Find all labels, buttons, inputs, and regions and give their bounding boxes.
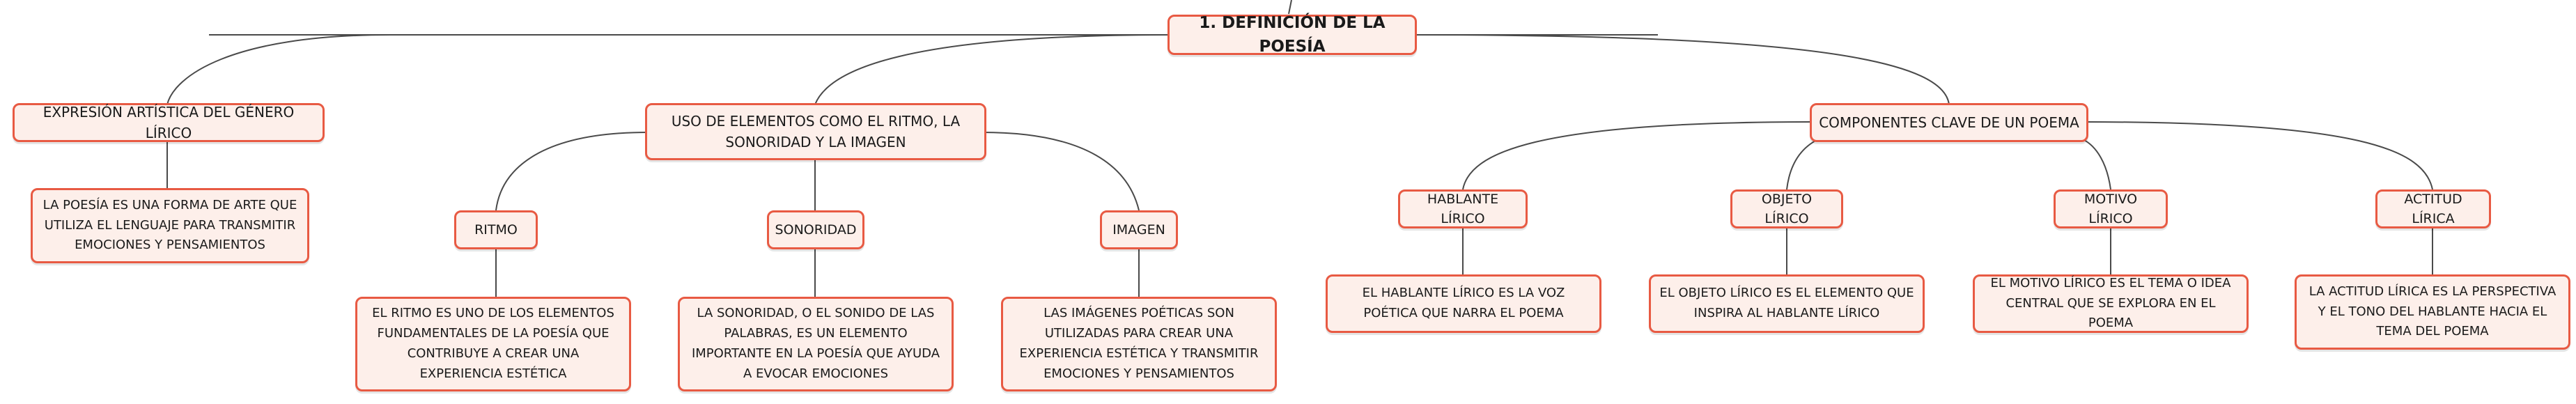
node-objeto-lirico[interactable]: OBJETO LÍRICO	[1730, 189, 1843, 228]
description-objeto-lirico[interactable]: EL OBJETO LÍRICO ES EL ELEMENTO QUE INSP…	[1649, 274, 1925, 333]
description-hablante-lirico[interactable]: EL HABLANTE LÍRICO ES LA VOZ POÉTICA QUE…	[1326, 274, 1601, 333]
node-ritmo[interactable]: RITMO	[454, 210, 538, 249]
connector-uso-ritmo	[495, 132, 649, 211]
connector-root-uso	[814, 34, 1171, 105]
description-actitud-lirica[interactable]: LA ACTITUD LÍRICA ES LA PERSPECTIVA Y EL…	[2295, 274, 2570, 350]
description-imagen[interactable]: LAS IMÁGENES POÉTICAS SON UTILIZADAS PAR…	[1001, 297, 1277, 391]
root-node[interactable]: 1. DEFINICIÓN DE LA POESÍA	[1167, 14, 1417, 56]
branch-uso-elementos[interactable]: USO DE ELEMENTOS COMO EL RITMO, LA SONOR…	[645, 103, 986, 160]
connector-componentes-hablante	[1462, 121, 1812, 190]
description-motivo-lirico[interactable]: EL MOTIVO LÍRICO ES EL TEMA O IDEA CENTR…	[1973, 274, 2249, 333]
node-imagen[interactable]: IMAGEN	[1100, 210, 1178, 249]
node-actitud-lirica[interactable]: ACTITUD LÍRICA	[2375, 189, 2491, 228]
connector-componentes-objeto	[1786, 139, 1819, 190]
node-sonoridad[interactable]: SONORIDAD	[767, 210, 864, 249]
connector-componentes-motivo	[2082, 139, 2111, 190]
branch-expresion-artistica[interactable]: EXPRESIÓN ARTÍSTICA DEL GÉNERO LÍRICO	[13, 103, 325, 142]
node-hablante-lirico[interactable]: HABLANTE LÍRICO	[1398, 189, 1528, 228]
connector-root-componentes	[1413, 34, 1950, 105]
description-expresion-artistica[interactable]: LA POESÍA ES UNA FORMA DE ARTE QUE UTILI…	[31, 188, 309, 263]
description-ritmo[interactable]: EL RITMO ES UNO DE LOS ELEMENTOS FUNDAME…	[355, 297, 631, 391]
connector-root-expresion	[166, 34, 391, 105]
description-sonoridad[interactable]: LA SONORIDAD, O EL SONIDO DE LAS PALABRA…	[678, 297, 954, 391]
branch-componentes-clave[interactable]: COMPONENTES CLAVE DE UN POEMA	[1810, 103, 2088, 142]
connector-uso-imagen	[981, 132, 1140, 211]
node-motivo-lirico[interactable]: MOTIVO LÍRICO	[2054, 189, 2168, 228]
connector-componentes-actitud	[2082, 121, 2433, 190]
